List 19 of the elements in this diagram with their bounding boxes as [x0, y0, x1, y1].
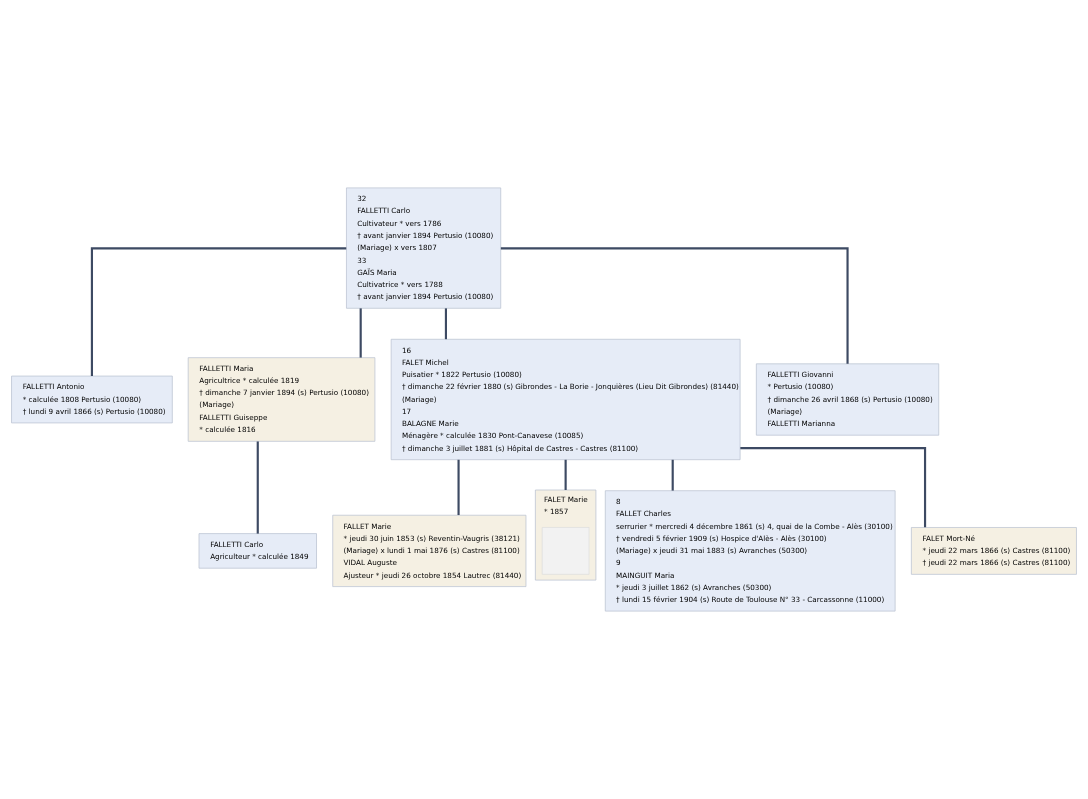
- connector: [740, 447, 927, 528]
- connector: [457, 459, 460, 516]
- cluster: FALET Marie * 1857: [535, 489, 597, 581]
- node-box: FALLETTI Maria Agricultrice * calculée 1819 † dimanche 7 janvier 1894 (s) Pertusio (10080) (Mariage) FALLETTI Guiseppe * calculée 1816: [187, 357, 376, 442]
- connector: [256, 441, 259, 534]
- connector: [359, 308, 362, 358]
- node-box: 16 FALET Michel Puisatier * 1822 Pertusio (10080) † dimanche 22 février 1880 (s) Gibrondes - La Borie - Jonquières (Lieu Dit Gibrondes) (81440) (Mariage) 17 BALAGNE Marie Ménagère * calculée 1830 Pont-Canavese (10085) † dimanche 3 juillet 1881 (s) Hôpital de Castres - Castres (81100): [390, 338, 741, 461]
- node-box: FALLETTI Antonio * calculée 1808 Pertusio (10080) † lundi 9 avril 1866 (s) Pertusio (10080): [11, 375, 173, 424]
- connector: [564, 459, 567, 490]
- node-box: FALLETTI Giovanni * Pertusio (10080) † dimanche 26 avril 1868 (s) Pertusio (10080) (Mariage) FALLETTI Marianna: [756, 363, 940, 436]
- node-box: 8 FALLET Charles serrurier * mercredi 4 décembre 1861 (s) 4, quai de la Combe - Alès (30100) † vendredi 5 février 1909 (s) Hospice d'Alès - Alès (30100) (Mariage) x jeudi 31 mai 1883 (s) Avranches (50300) 9 MAINGUIT Maria * jeudi 3 juillet 1862 (s) Avranches (50300) † lundi 15 février 1904 (s) Route de Toulouse N° 33 - Carcassonne (11000): [604, 490, 896, 612]
- node-box: FALLET Marie * jeudi 30 juin 1853 (s) Reventin-Vaugris (38121) (Mariage) x lundi 1 mai 1876 (s) Castres (81100) VIDAL Auguste Ajusteur * jeudi 26 octobre 1854 Lautrec (81440): [332, 514, 527, 587]
- node-box: FALLETTI Carlo Agriculteur * calculée 1849: [198, 533, 317, 569]
- connector: [500, 247, 849, 364]
- connector: [671, 459, 674, 491]
- connector: [90, 247, 347, 376]
- connector: [444, 308, 447, 340]
- node-box: 32 FALLETTI Carlo Cultivateur * vers 1786 † avant janvier 1894 Pertusio (10080) (Mariage) x vers 1807 33 GAÏS Maria Cultivatrice * vers 1788 † avant janvier 1894 Pertusio (10080): [346, 187, 502, 309]
- node-box: FALET Mort-Né * jeudi 22 mars 1866 (s) Castres (81100) † jeudi 22 mars 1866 (s) Castres (81100): [911, 527, 1077, 575]
